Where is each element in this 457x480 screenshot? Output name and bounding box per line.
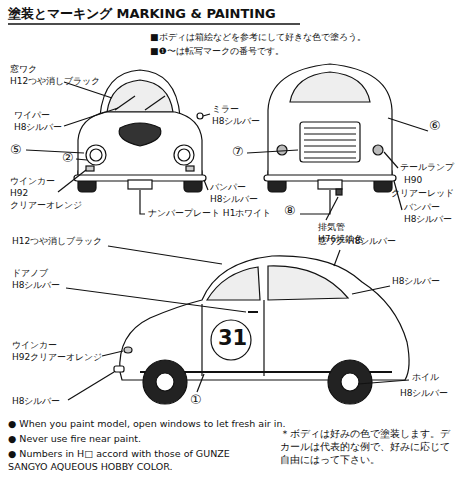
decal-number: 31 (218, 326, 247, 351)
paint-label: ドアノブ (12, 268, 48, 279)
paint-label: 排気管 (318, 222, 345, 233)
paint-label: テールランプ (400, 162, 454, 173)
note: ● When you paint model, open windows to … (8, 418, 285, 429)
paint-label: クリアーレッド (391, 188, 454, 199)
paint-label: H8シルバー (12, 280, 61, 291)
paint-label: 窓ワク (10, 64, 37, 75)
sheet-title: 塗装とマーキング MARKING & PAINTING (8, 6, 276, 22)
paint-label: 窓ワク H8シルバー (318, 236, 396, 247)
paint-label: H8シルバー (212, 116, 261, 127)
callout-number: ② (62, 150, 74, 166)
callout-number: ⑤ (10, 142, 22, 158)
note: ● Numbers in H□ accord with those of GUN… (8, 448, 270, 474)
callout-number: ⑧ (284, 203, 296, 219)
paint-label: H8シルバー (210, 194, 259, 205)
callout-number: ⑥ (429, 118, 441, 134)
paint-label: H90 (404, 175, 422, 186)
paint-label: ミラー (212, 104, 239, 115)
paint-label: H92クリアーオレンジ (12, 352, 102, 363)
paint-label: H8シルバー (404, 214, 453, 225)
paint-label: ホイル (412, 372, 439, 383)
paint-label: ワイパー (14, 110, 50, 121)
paint-label: バンパー (210, 182, 246, 193)
note: ■❶〜は転写マークの番号です。 (150, 46, 284, 57)
paint-label: ナンバープレート H1ホワイト (148, 208, 271, 219)
callout-number: ⑦ (232, 144, 244, 160)
paint-label: H92 (10, 188, 28, 199)
paint-label: H12つや消しブラック (10, 76, 100, 87)
paint-label: H8シルバー (400, 388, 449, 399)
note: ● Never use fire near paint. (8, 433, 141, 444)
paint-label: H8シルバー (14, 122, 63, 133)
note: ■ボディは箱絵などを参考にして好きな色で塗ろう。 (150, 32, 366, 43)
paint-label: H8シルバー (12, 396, 61, 407)
paint-label: ウインカー (12, 340, 57, 351)
note: ＊ボディは好みの色で塗装します。デカールは代表的な例で、好みに応じて自由にはって… (280, 428, 452, 466)
paint-label: ウインカー (10, 176, 55, 187)
paint-label: H8シルバー (392, 276, 441, 287)
callout-number: ① (190, 392, 202, 408)
paint-label: H12つや消しブラック (12, 236, 102, 247)
paint-label: クリアーオレンジ (10, 200, 82, 211)
paint-label: バンパー (404, 202, 440, 213)
